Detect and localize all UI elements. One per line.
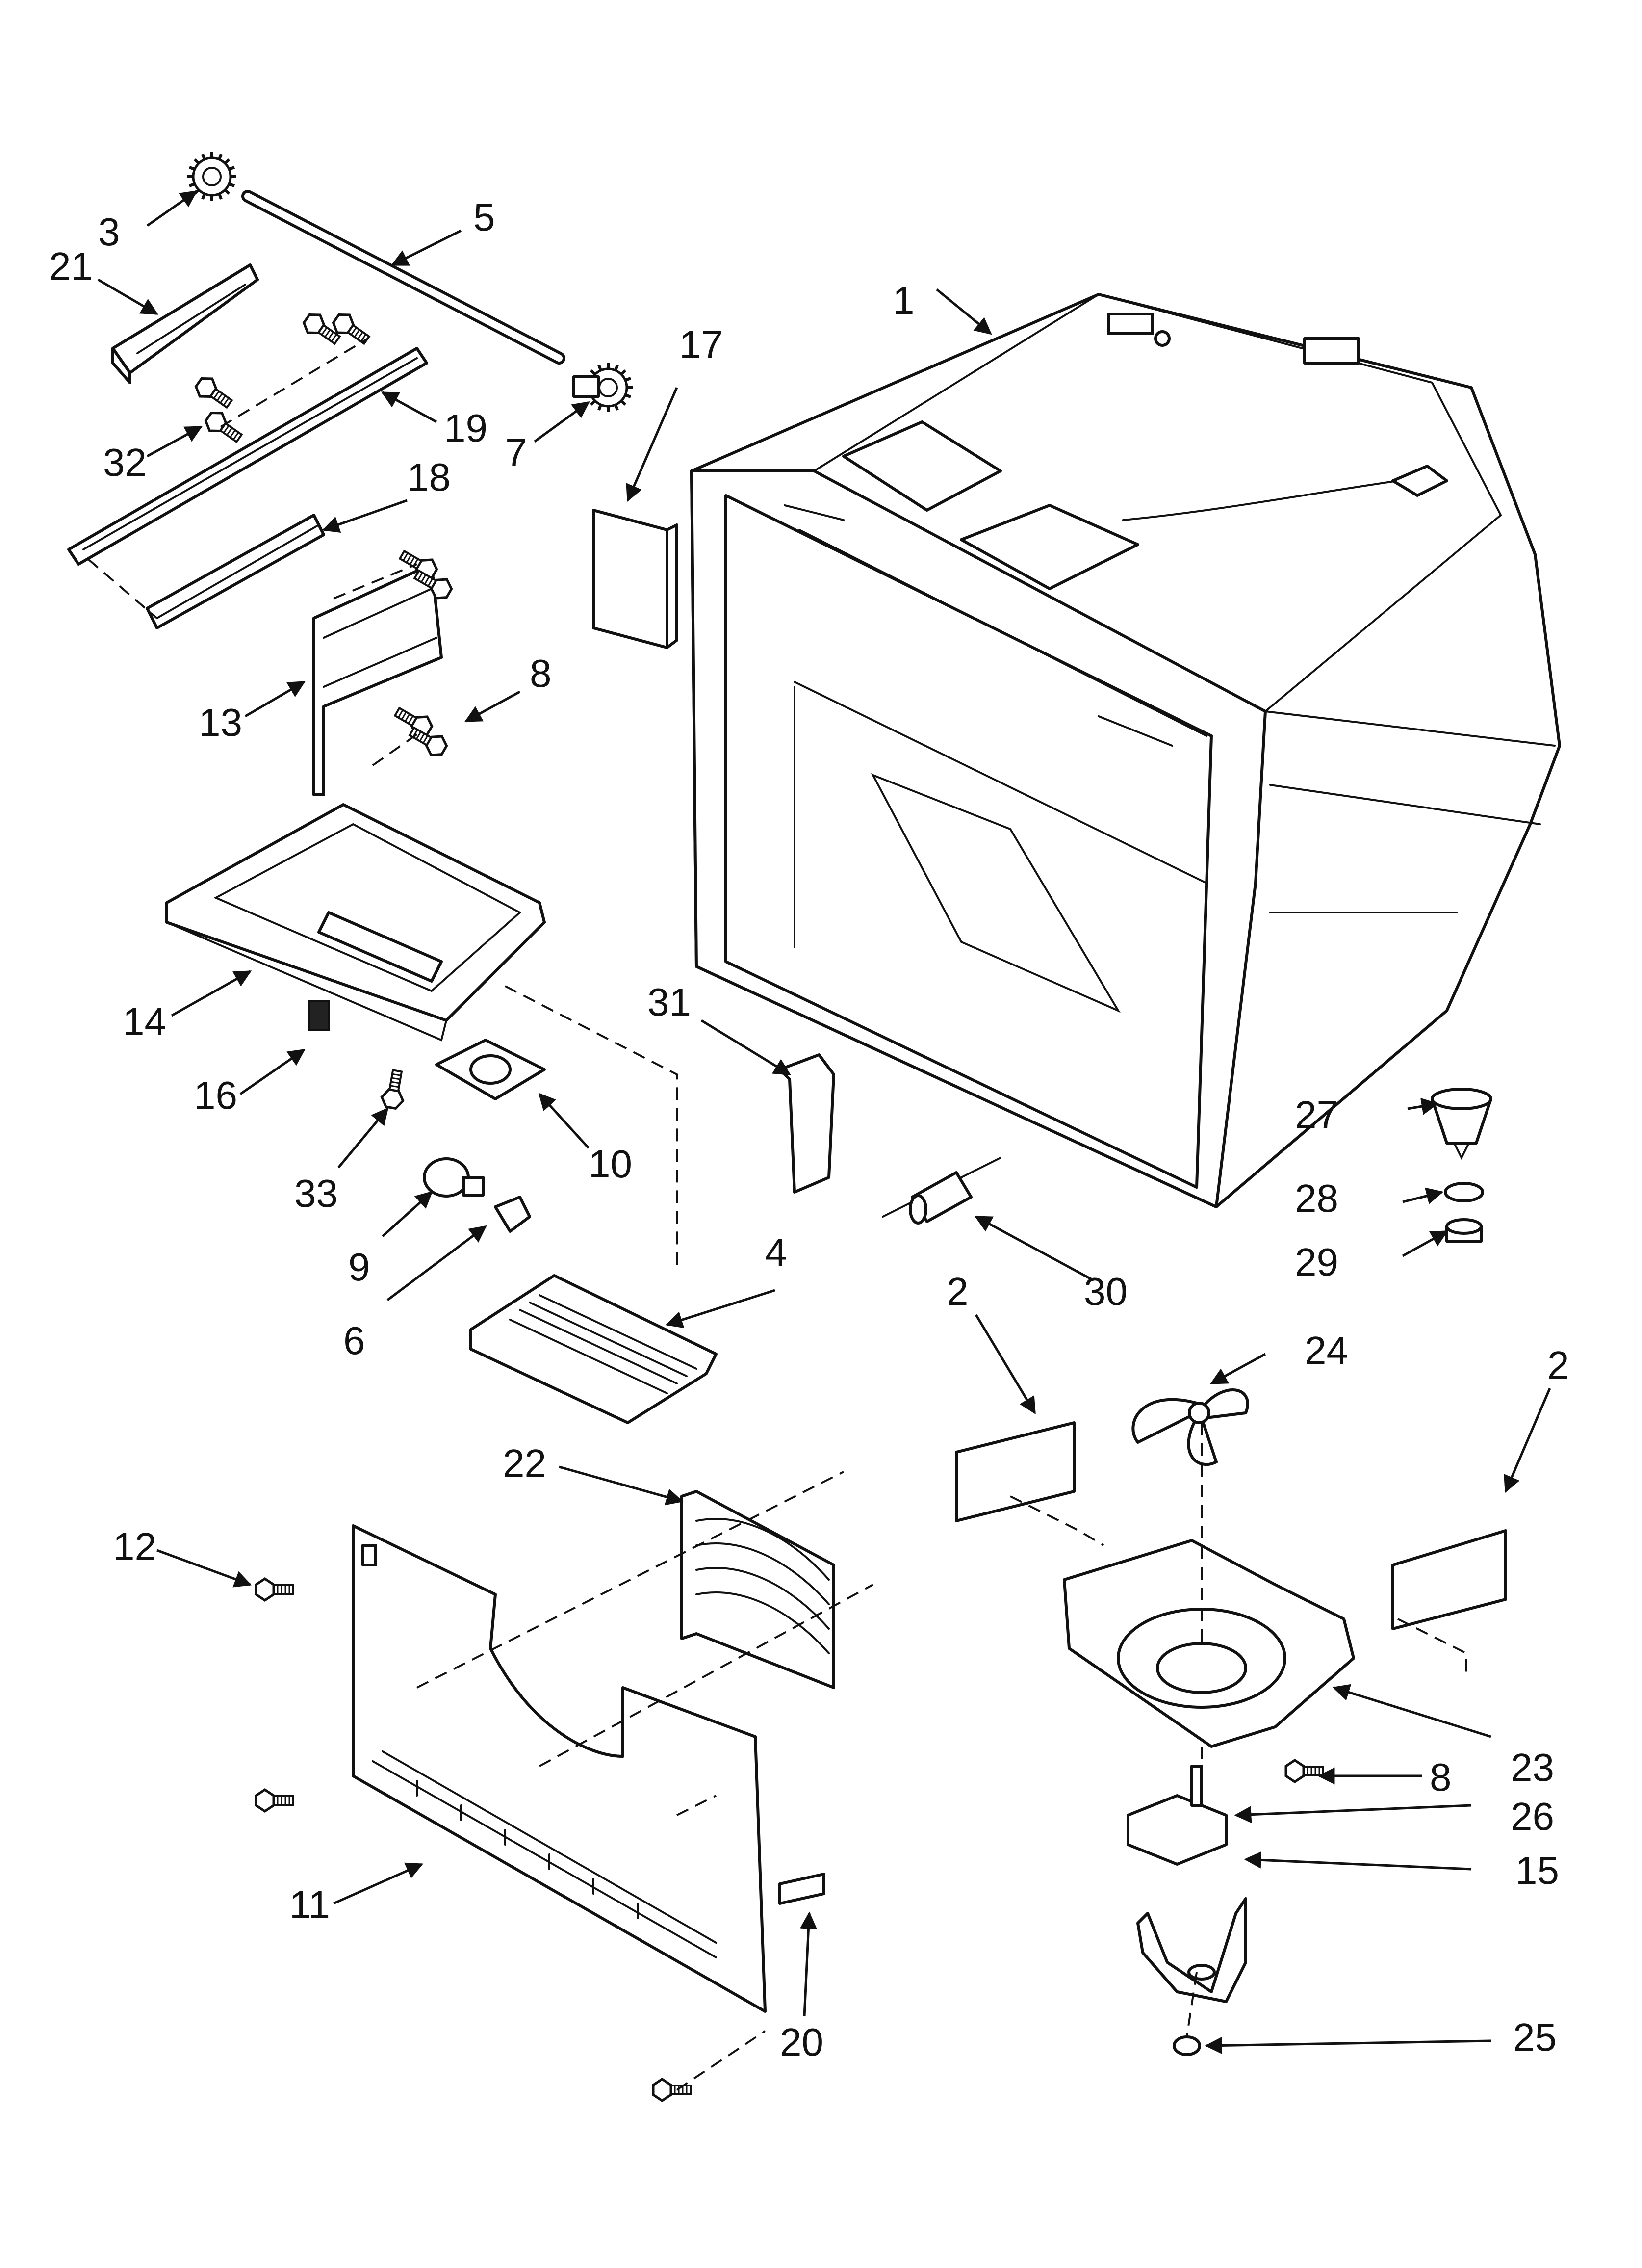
damper-part-30: [882, 1157, 1001, 1225]
gear-part-7: [572, 363, 633, 412]
callout-23: 23: [1511, 1746, 1554, 1789]
bulb-part-9: [423, 1157, 485, 1198]
slide-rail-part-19: [67, 347, 428, 566]
callout-9: 9: [348, 1245, 370, 1289]
callout-27: 27: [1295, 1093, 1338, 1137]
callout-16: 16: [194, 1073, 237, 1117]
fan-blade-part-24: [1131, 1388, 1249, 1466]
rail-bracket-part-21: [111, 263, 259, 384]
callout-22: 22: [503, 1441, 546, 1485]
duct-part-31: [778, 1053, 835, 1194]
callout-17: 17: [679, 323, 723, 366]
seal-part-2-left: [955, 1421, 1076, 1522]
callout-24: 24: [1305, 1329, 1348, 1372]
callout-33: 33: [294, 1172, 338, 1215]
grommet-part-25: [1173, 2035, 1201, 2056]
callout-26: 26: [1511, 1795, 1554, 1838]
callout-6: 6: [343, 1319, 365, 1362]
screw-part-32-b: [203, 408, 245, 447]
callout-28: 28: [1295, 1176, 1338, 1220]
callout-7: 7: [505, 431, 527, 474]
ring-part-28: [1444, 1182, 1484, 1202]
switch-part-16: [308, 1000, 330, 1031]
screw-part-12: [256, 1579, 293, 1600]
callout-11: 11: [289, 1883, 330, 1927]
callout-10: 10: [589, 1142, 632, 1186]
callout-2-right: 2: [1547, 1343, 1569, 1387]
callout-29: 29: [1295, 1240, 1338, 1284]
callout-15: 15: [1515, 1849, 1559, 1892]
callout-14: 14: [123, 1000, 166, 1043]
seal-strip-part-20: [778, 1873, 825, 1905]
callout-31: 31: [647, 980, 691, 1024]
seal-part-2-right: [1391, 1529, 1507, 1630]
housing-part-14: [165, 803, 546, 1042]
socket-part-6: [494, 1196, 531, 1233]
callout-13: 13: [199, 701, 242, 744]
liner-part-1: [690, 293, 1561, 1208]
fan-motor-part-26: [1127, 1765, 1228, 1866]
rear-panel-part-11: [352, 1524, 767, 2013]
leader-lines: [97, 190, 1551, 2054]
screw-part-8-right: [1286, 1760, 1323, 1782]
screw-panel-c: [256, 1790, 293, 1811]
screw-part-32-a: [193, 374, 235, 413]
callout-21: 21: [49, 244, 93, 288]
callout-25: 25: [1513, 2015, 1557, 2059]
bracket-part-13: [312, 563, 443, 796]
callout-20: 20: [780, 2020, 823, 2064]
assembly-lines: [87, 338, 1467, 2091]
lamp-cover-part-10: [435, 1039, 546, 1100]
screw-panel-e: [653, 2079, 691, 2101]
callout-1: 1: [893, 279, 915, 322]
screw-upper-b: [330, 310, 373, 349]
callout-8-upper: 8: [530, 652, 552, 695]
callout-2-left: 2: [947, 1270, 969, 1313]
grille-part-4: [469, 1274, 718, 1424]
callout-4: 4: [765, 1230, 787, 1274]
motor-bracket-part-15: [1136, 1897, 1247, 2003]
rod-part-5: [241, 190, 565, 365]
callout-3: 3: [98, 210, 120, 254]
slide-rail-part-18: [146, 514, 325, 629]
callout-18: 18: [407, 455, 451, 499]
grommet-part-29: [1445, 1218, 1483, 1243]
cup-part-27: [1431, 1088, 1492, 1160]
screw-part-33: [380, 1069, 408, 1109]
callout-5: 5: [473, 195, 495, 239]
callout-19: 19: [444, 406, 487, 450]
callout-labels: 1 2 2 3 4 5 6 7 8 8 9 10 11 12 13 14 15 …: [49, 195, 1569, 2064]
callout-30: 30: [1084, 1270, 1128, 1313]
callout-32: 32: [103, 441, 147, 484]
fan-housing-part-23: [1063, 1539, 1355, 1748]
filter-part-17: [592, 509, 678, 649]
callout-12: 12: [113, 1525, 156, 1568]
diffuser-part-22: [680, 1490, 835, 1689]
callout-8-right: 8: [1430, 1755, 1452, 1799]
